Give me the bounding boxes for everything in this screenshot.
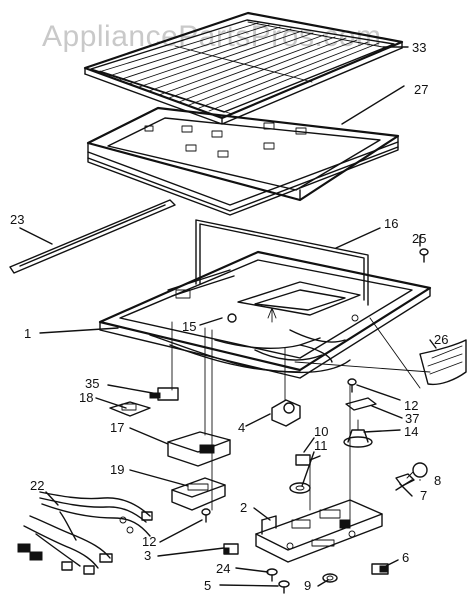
label-26: 26 xyxy=(434,332,448,347)
label-24: 24 xyxy=(216,561,230,576)
part-26-cover xyxy=(419,339,467,386)
label-6: 6 xyxy=(402,550,409,565)
part-9-grommet xyxy=(322,573,338,583)
part-25-screw xyxy=(419,248,429,263)
label-7: 7 xyxy=(420,488,427,503)
label-9: 9 xyxy=(304,578,311,593)
label-15: 15 xyxy=(182,319,196,334)
label-12-upper: 12 xyxy=(404,398,418,413)
label-12-lower: 12 xyxy=(142,534,156,549)
part-27-frame xyxy=(86,106,400,216)
part-19-thermostat xyxy=(171,477,226,511)
part-24-screw xyxy=(266,568,278,582)
part-17-housing xyxy=(167,431,231,467)
label-33: 33 xyxy=(412,40,426,55)
label-11: 11 xyxy=(314,438,328,453)
label-25: 25 xyxy=(412,231,426,246)
part-37-clip xyxy=(345,397,377,411)
part-23-strip xyxy=(9,199,176,274)
part-33-grille-shelf xyxy=(83,11,404,125)
label-37: 37 xyxy=(405,411,419,426)
label-5: 5 xyxy=(204,578,211,593)
label-10: 10 xyxy=(314,424,328,439)
part-3-connector xyxy=(223,543,239,555)
part-16-wire xyxy=(195,219,369,306)
part-5-screw xyxy=(278,580,290,594)
part-6-plug xyxy=(371,563,389,575)
label-4: 4 xyxy=(238,420,245,435)
label-35: 35 xyxy=(85,376,99,391)
part-labels: 33 27 23 16 25 1 15 26 35 18 12 37 14 4 … xyxy=(10,40,448,593)
part-12a-screw xyxy=(347,378,357,393)
label-23: 23 xyxy=(10,212,24,227)
part-10-switch xyxy=(295,454,321,466)
label-19: 19 xyxy=(110,462,124,477)
label-8: 8 xyxy=(434,473,441,488)
part-14-socket xyxy=(343,419,373,448)
label-1: 1 xyxy=(24,326,31,341)
label-14: 14 xyxy=(404,424,418,439)
part-1-liner xyxy=(98,250,432,379)
label-17: 17 xyxy=(110,420,124,435)
part-4-knob xyxy=(271,399,301,427)
part-11-washer xyxy=(289,482,311,494)
label-3: 3 xyxy=(144,548,151,563)
label-2: 2 xyxy=(240,500,247,515)
leader-lines xyxy=(19,46,437,587)
part-8-bulb xyxy=(406,462,428,479)
label-22: 22 xyxy=(30,478,44,493)
label-16: 16 xyxy=(384,216,398,231)
part-2-base-bracket xyxy=(255,499,383,563)
label-18: 18 xyxy=(79,390,93,405)
label-27: 27 xyxy=(414,82,428,97)
part-22-wire-harness xyxy=(17,491,153,575)
part-12b-screw xyxy=(201,508,211,523)
